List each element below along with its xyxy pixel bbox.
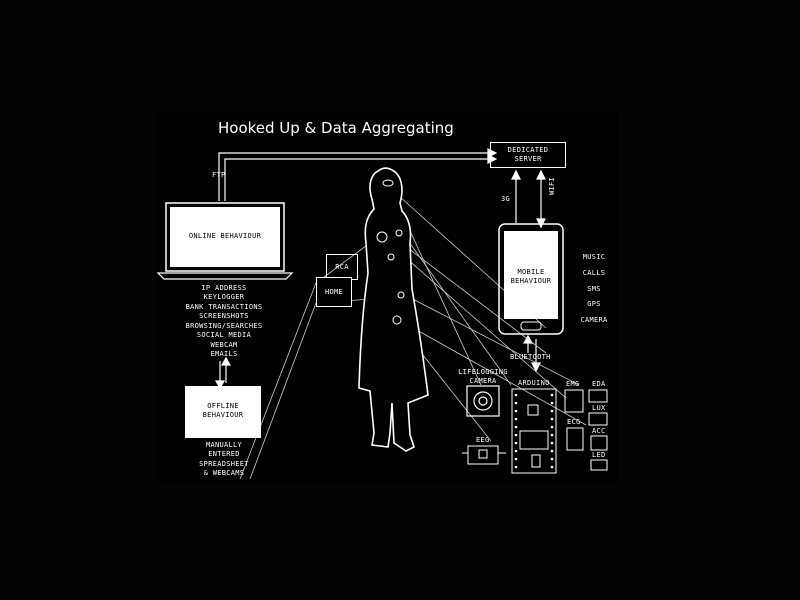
list-item: ENTERED [208,450,240,459]
mobile-line1: MOBILE [517,268,545,276]
connector-lines [156,148,608,480]
phone-icon [498,223,564,335]
lux-label: LUX [592,404,606,412]
wifi-label: WIFI [548,176,556,195]
bluetooth-label: BLUETOOTH [510,353,551,361]
dedicated-server-box: DEDICATED SERVER [490,142,566,168]
lifelogging-camera-label: LIFELOGGING CAMERA [456,368,510,387]
list-item: CALLS [582,268,606,277]
list-item: BANK TRANSACTIONS [185,302,263,311]
mobile-line2: BEHAVIOUR [510,277,552,286]
list-item: MUSIC [582,253,606,261]
acc-label: ACC [592,427,606,435]
ecg-board [566,427,584,451]
home-box: HOME [316,277,352,307]
lifelogging-camera-icon [466,385,500,417]
offline-behaviour-box: OFFLINE BEHAVIOUR [185,386,261,438]
diagram-canvas: Hooked Up & Data Aggregating DEDICATED S… [156,113,618,483]
lux-board [588,412,608,426]
arduino-board-icon [511,388,557,474]
mobile-items-list: MUSIC CALLS SMS GPS CAMERA [572,250,616,329]
ftp-label: FTP [212,171,226,179]
led-label: LED [592,451,606,459]
lifelogging-line2: CAMERA [469,377,497,386]
list-item: WEBCAM [210,340,238,349]
ftp-line-outer [218,152,488,201]
offline-line1: OFFLINE [207,402,239,410]
eda-board [588,389,608,403]
ftp-line-inner [224,158,488,201]
server-line2: SERVER [514,155,542,164]
acc-board [590,435,608,451]
emg-board [564,389,584,413]
3g-label: 3G [501,195,511,203]
list-item: & WEBCAMS [203,469,245,478]
list-item: SPREADSHEET [199,459,249,468]
eeg-label: EEG [476,436,490,444]
list-item: MANUALLY [205,441,243,449]
list-item: KEYLOGGER [203,293,245,302]
human-silhouette [358,167,429,452]
server-line1: DEDICATED [507,146,549,154]
led-board [590,459,608,471]
body-sensors [376,179,405,325]
laptop-icon [156,202,294,280]
mobile-behaviour-label: MOBILE BEHAVIOUR [504,268,558,287]
sensor-boards [564,389,608,471]
diagram-title: Hooked Up & Data Aggregating [218,119,454,137]
list-item: BROWSING/SEARCHES [185,321,263,330]
list-item: GPS [587,300,601,309]
ecg-label: ECG [567,418,581,426]
emg-label: EMG [566,380,580,388]
list-item: SMS [587,284,601,293]
list-item: CAMERA [580,316,608,324]
arduino-label: ARDUINO [518,379,550,387]
offline-items-list: MANUALLY ENTERED SPREADSHEET & WEBCAMS [184,441,264,479]
lifelogging-line1: LIFELOGGING [458,368,508,376]
list-item: EMAILS [210,350,238,359]
offline-line2: BEHAVIOUR [202,411,244,420]
online-behaviour-label: ONLINE BEHAVIOUR [188,232,262,240]
list-item: SCREENSHOTS [199,312,249,321]
eeg-board-icon [462,445,506,465]
list-item: SOCIAL MEDIA [196,331,252,340]
list-item: IP ADDRESS [201,284,247,292]
eda-label: EDA [592,380,606,388]
online-items-list: IP ADDRESS KEYLOGGER BANK TRANSACTIONS S… [162,284,286,360]
